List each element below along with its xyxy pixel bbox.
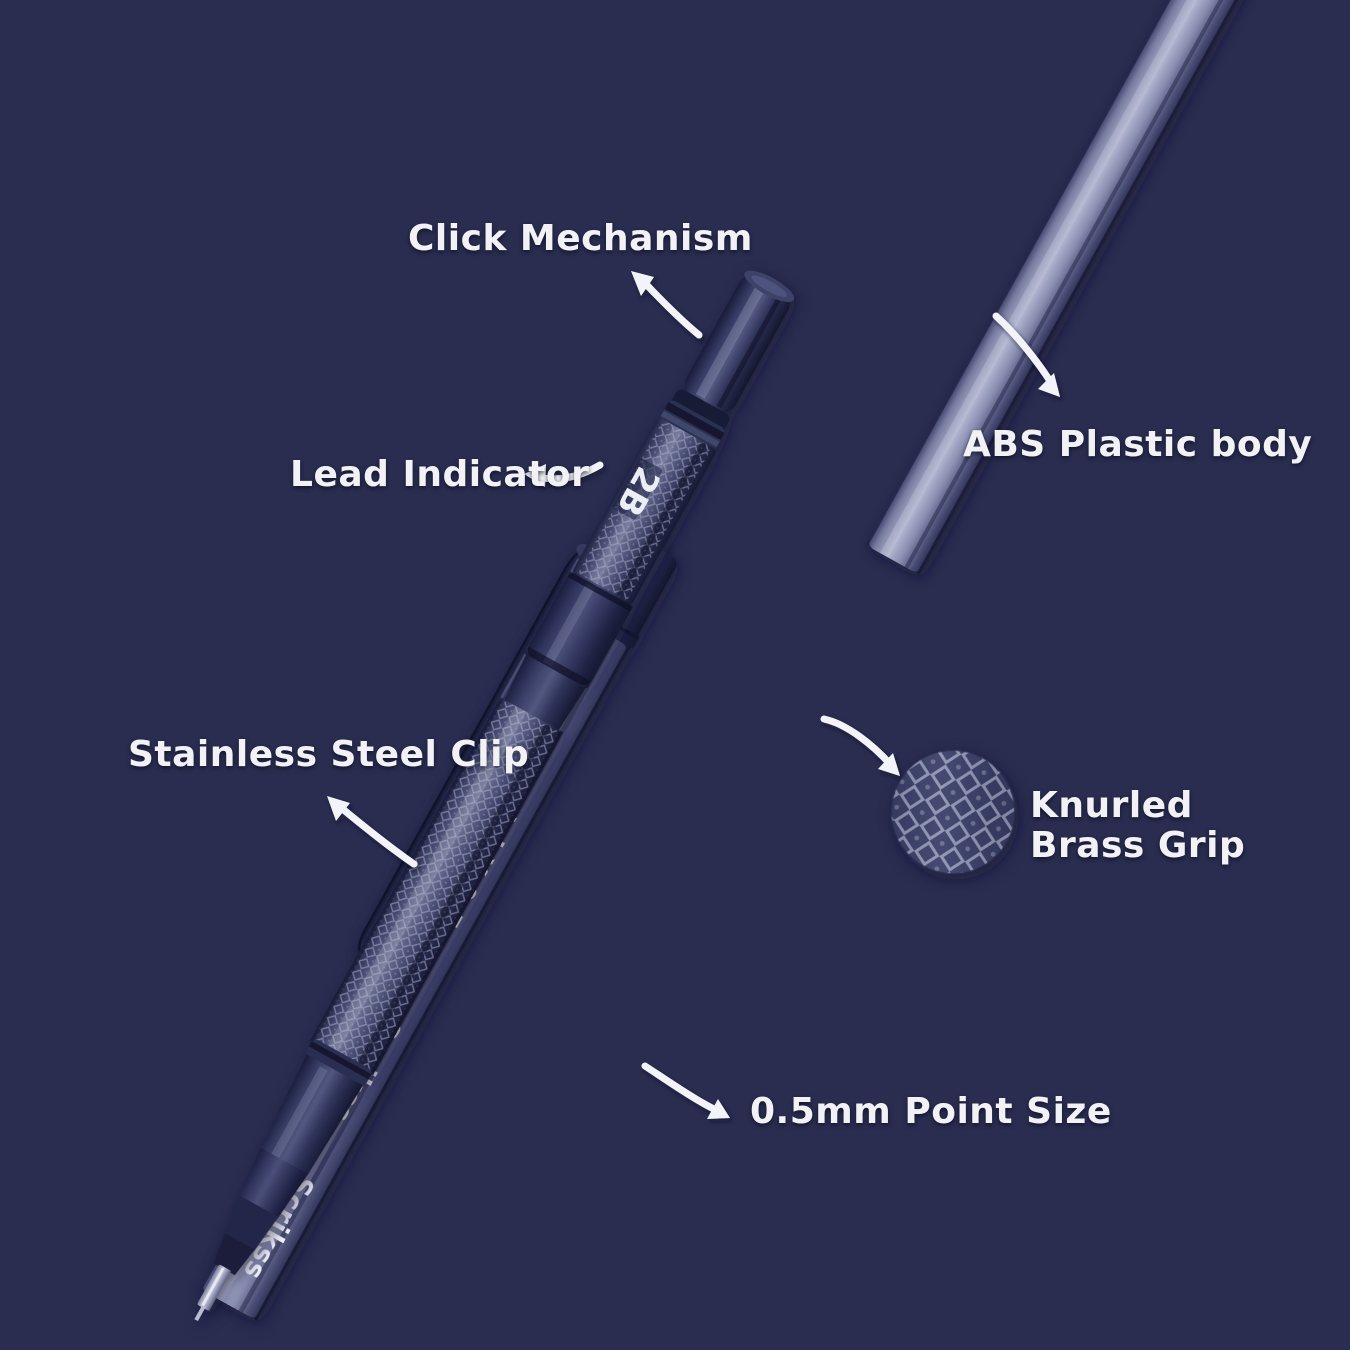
callout-label-knurled-brass-grip: Knurled Brass Grip bbox=[1030, 785, 1246, 867]
arrow-abs-plastic-body bbox=[992, 312, 1060, 397]
callout-label-click-mechanism: Click Mechanism bbox=[408, 218, 753, 259]
callout-arrows bbox=[327, 271, 1060, 1119]
knurled-brass-grip bbox=[310, 697, 564, 1076]
arrow-stainless-steel-clip bbox=[327, 796, 418, 868]
callout-label-abs-plastic-body: ABS Plastic body bbox=[963, 424, 1313, 465]
arrow-click-mechanism bbox=[631, 271, 703, 339]
callout-label-point-size: 0.5mm Point Size bbox=[750, 1091, 1112, 1132]
callout-label-stainless-steel-clip: Stainless Steel Clip bbox=[128, 734, 530, 775]
pencil-lead bbox=[194, 1305, 206, 1322]
arrow-knurled-brass-grip bbox=[820, 715, 900, 776]
arrow-point-size bbox=[641, 1062, 730, 1119]
pen-center-main: 2B bbox=[194, 270, 795, 1322]
lead-indicator-barrel: 2B bbox=[570, 418, 716, 608]
arrow-lead-indicator bbox=[524, 461, 604, 487]
pen-upper-right: Scrikss bbox=[865, 0, 1350, 575]
click-mechanism-cap bbox=[684, 270, 795, 413]
callout-label-lead-indicator: Lead Indicator bbox=[290, 454, 590, 495]
